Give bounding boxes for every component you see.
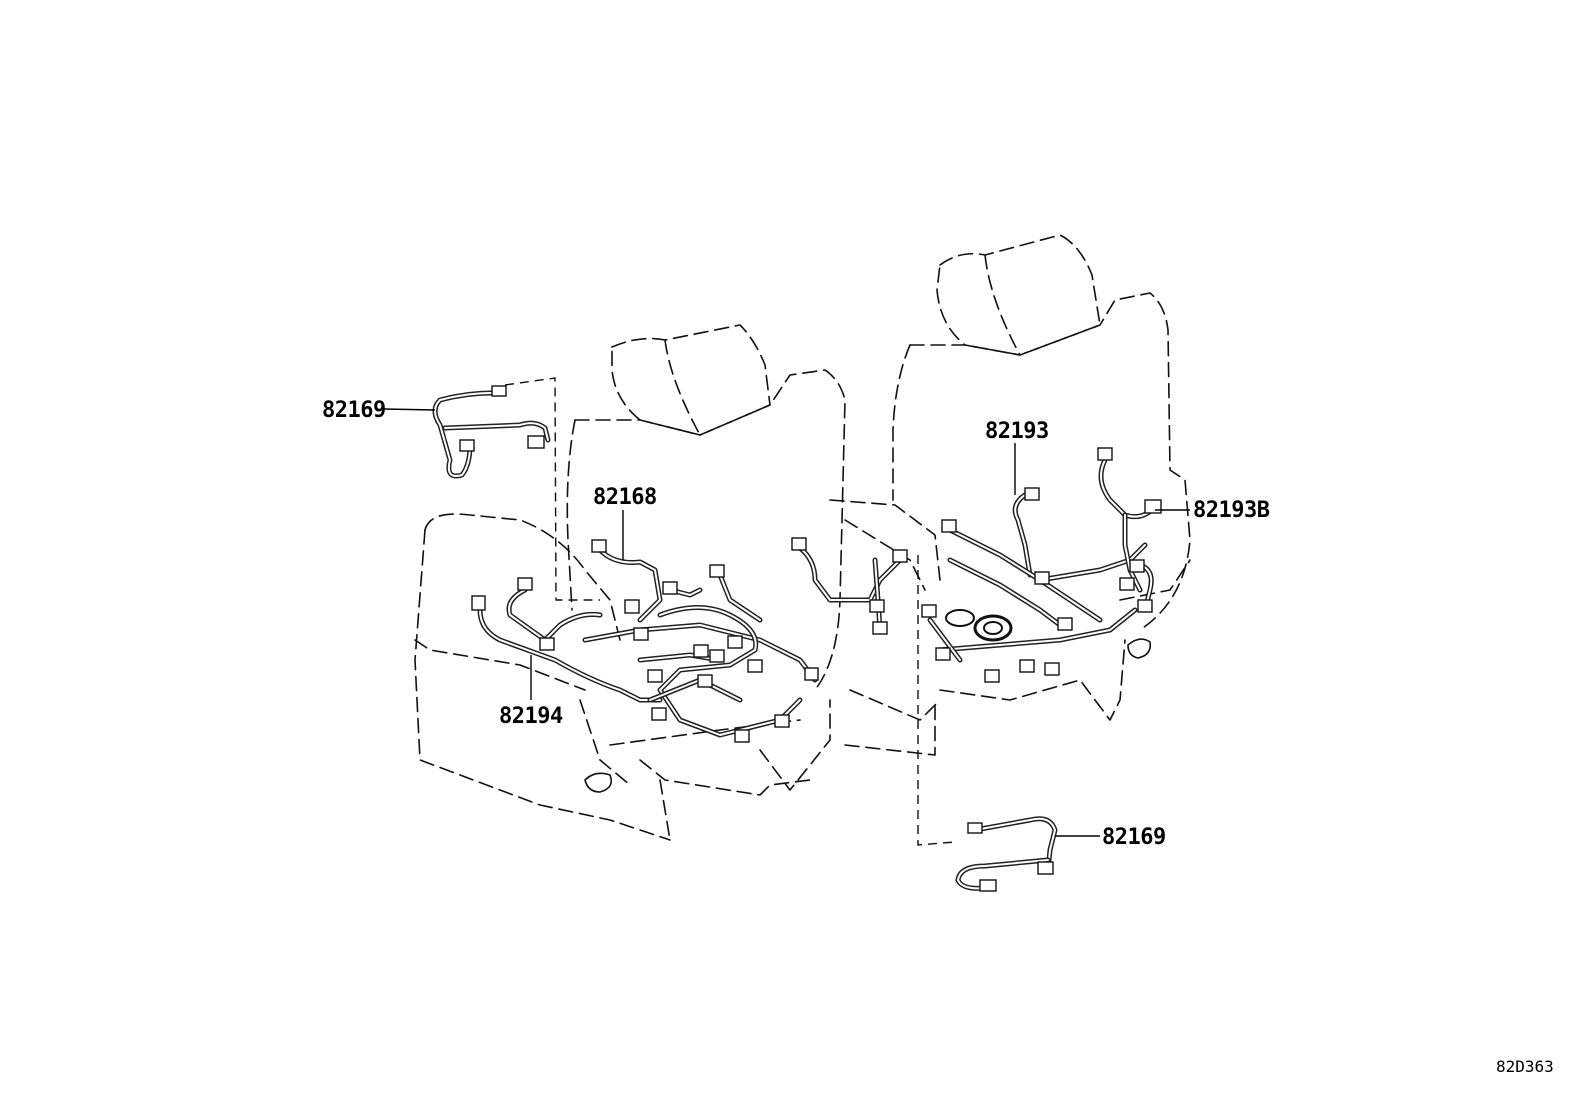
connector-icon: [709, 649, 725, 663]
connector-icon: [1034, 571, 1050, 585]
connector-icon: [697, 674, 713, 688]
guide-lines: [504, 377, 956, 846]
connector-icon: [804, 667, 819, 681]
connector-icon: [727, 635, 743, 649]
right-seat-connectors: [921, 447, 1162, 683]
connector-icon: [747, 659, 763, 673]
harness-82169-left: [432, 385, 551, 479]
connector-icon: [459, 439, 475, 452]
connector-icon: [1037, 861, 1054, 875]
connector-icon: [709, 564, 725, 578]
connector-icon: [892, 549, 908, 563]
connector-icon: [967, 822, 983, 834]
connector-icon: [791, 537, 807, 551]
connector-icon: [1144, 499, 1162, 514]
callout-82193B: 82193B: [1193, 498, 1270, 523]
connector-icon: [651, 707, 667, 721]
harness-82194: [471, 577, 667, 721]
connector-icon: [633, 627, 649, 641]
connector-icon: [624, 599, 640, 614]
callout-82169-right: 82169: [1102, 825, 1166, 850]
callout-82194: 82194: [499, 704, 563, 729]
harness-82168: [582, 539, 819, 743]
connector-icon: [1119, 577, 1135, 591]
connector-icon: [1019, 659, 1035, 673]
connector-icon: [872, 621, 888, 635]
harness-82169-right: [955, 816, 1058, 892]
connector-icon: [527, 435, 545, 449]
connector-icon: [1024, 487, 1040, 501]
connector-icon: [941, 519, 957, 533]
connector-icon: [869, 599, 885, 613]
connector-icon: [1137, 599, 1153, 613]
right-seat-outline: [829, 234, 1191, 756]
connector-icon: [984, 669, 1000, 683]
grommet-icon: [945, 609, 1013, 642]
left-seat-outline: [414, 324, 846, 841]
harness-middle-link: [791, 537, 908, 635]
connector-icon: [471, 595, 486, 611]
connector-icon: [693, 644, 709, 658]
callout-82169-left: 82169: [322, 398, 386, 423]
harness-82193: [927, 492, 1148, 663]
connector-icon: [921, 604, 937, 618]
connector-icon: [1057, 617, 1073, 631]
connector-icon: [734, 729, 750, 743]
connector-icon: [979, 879, 997, 892]
connector-icon: [539, 637, 555, 651]
connector-icon: [774, 714, 790, 728]
connector-icon: [662, 581, 678, 595]
connector-icon: [1097, 447, 1113, 461]
callout-82168: 82168: [593, 485, 657, 510]
connector-icon: [935, 647, 951, 661]
figure-id: 82D363: [1496, 1057, 1554, 1076]
connector-icon: [591, 539, 607, 553]
connector-icon: [517, 577, 533, 591]
callout-82193: 82193: [985, 419, 1049, 444]
connector-icon: [1129, 559, 1145, 573]
connector-icon: [647, 669, 663, 683]
connector-icon: [491, 385, 507, 397]
leader-lines: [383, 408, 1190, 837]
connector-icon: [1044, 662, 1060, 676]
